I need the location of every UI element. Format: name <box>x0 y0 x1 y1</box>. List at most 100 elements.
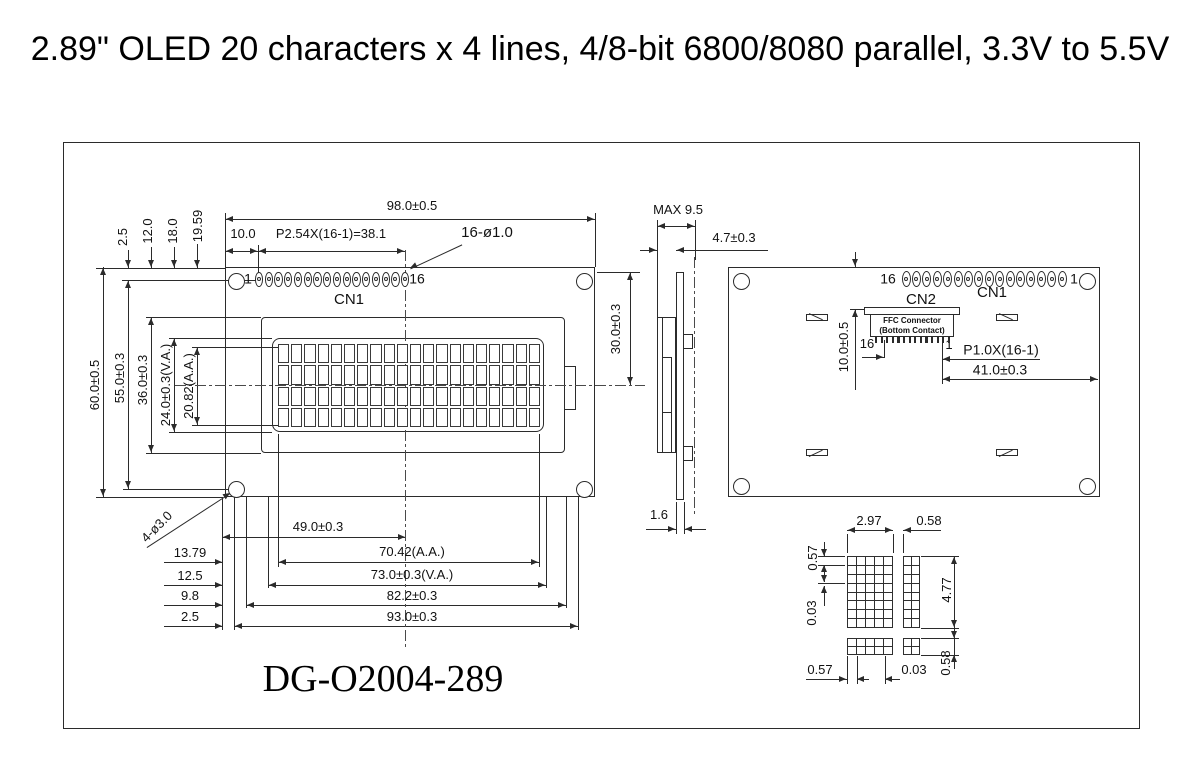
character-cell <box>423 386 435 406</box>
dim-label: 82.2±0.3 <box>386 587 438 603</box>
dim-line-v <box>268 497 270 588</box>
dot-cell <box>857 557 865 565</box>
dim-line-h <box>96 268 225 270</box>
pin-pad-front <box>391 271 400 287</box>
dim-line-v <box>595 213 597 267</box>
character-cell <box>449 407 461 427</box>
dim-line-h <box>164 562 222 564</box>
dim-label: 20.82(A.A.) <box>180 353 196 419</box>
dim-line-v <box>128 250 130 268</box>
character-cell <box>291 407 303 427</box>
dim-label: MAX 9.5 <box>653 201 703 217</box>
dim-label: CN1 <box>976 283 1008 301</box>
dot-cell <box>875 610 883 619</box>
dot-cell <box>857 583 865 592</box>
dot-cell <box>866 619 874 627</box>
arrowhead <box>124 260 131 267</box>
pin-pad-back <box>974 271 984 287</box>
dot-cell <box>904 619 911 627</box>
dot-cell <box>912 647 919 654</box>
dot-cell <box>848 592 856 601</box>
dim-line-v <box>885 656 887 684</box>
arrowhead <box>875 354 883 360</box>
arrowhead <box>246 602 254 608</box>
pin-pad-back <box>943 271 953 287</box>
arrowhead <box>222 534 230 540</box>
dot-cell <box>875 583 883 592</box>
character-cell <box>515 365 527 385</box>
ffc-tooth <box>925 336 928 343</box>
dim-line-h <box>164 605 222 607</box>
dim-line-h <box>942 379 1098 381</box>
dot-cell <box>857 639 865 646</box>
arrowhead <box>214 602 222 608</box>
dim-label: 0.58 <box>916 512 942 528</box>
arrowhead <box>268 582 276 588</box>
dim-line-h <box>192 425 278 427</box>
dim-label: 2.5 <box>180 608 200 624</box>
arrowhead <box>667 526 675 532</box>
arrowhead <box>214 582 222 588</box>
arrowhead <box>99 489 106 496</box>
character-cell <box>291 365 303 385</box>
character-cell <box>475 365 488 385</box>
dot-cell <box>875 639 883 646</box>
ffc-tooth <box>931 336 934 343</box>
dim-line-v <box>954 556 956 628</box>
dim-line-v <box>246 497 248 608</box>
dot-cell <box>912 574 919 583</box>
character-cell <box>383 407 395 427</box>
dim-line-v <box>662 317 664 453</box>
dim-label: 49.0±0.3 <box>292 518 344 534</box>
arrowhead <box>225 248 233 254</box>
character-cell <box>291 386 303 406</box>
dim-line-h <box>684 529 706 531</box>
mount-hole <box>732 477 750 495</box>
character-cell <box>489 365 501 385</box>
dot-cell <box>848 619 856 627</box>
dim-line-v <box>539 434 541 567</box>
dot-grid-main <box>847 556 893 628</box>
character-cell <box>278 386 290 406</box>
character-cell <box>436 386 448 406</box>
dim-label: 0.57 <box>807 661 833 677</box>
dot-cell <box>912 583 919 592</box>
ffc-tooth <box>908 336 911 343</box>
arrowhead <box>851 310 858 317</box>
character-cell <box>343 386 356 406</box>
arrowhead <box>686 223 694 229</box>
dim-label: 1 <box>945 336 953 352</box>
dim-label: 41.0±0.3 <box>972 361 1028 378</box>
character-cell <box>370 386 382 406</box>
ffc-tooth <box>947 336 950 343</box>
dim-line-h <box>857 679 869 681</box>
character-cell <box>409 365 422 385</box>
pin-pad-back <box>1047 271 1057 287</box>
character-cell <box>423 344 435 364</box>
mount-hole <box>575 480 593 498</box>
arrowhead <box>648 247 656 253</box>
arrowhead <box>124 481 131 488</box>
dot-cell <box>875 601 883 610</box>
arrowhead <box>942 376 950 382</box>
dot-cell <box>884 592 892 601</box>
dot-cell <box>866 574 874 583</box>
side-view-layer-line <box>662 357 671 359</box>
dim-line-h <box>885 679 900 681</box>
pin-pad-front <box>381 271 390 287</box>
dot-cell <box>857 565 865 574</box>
character-cell <box>357 386 369 406</box>
dim-label: 4.7±0.3 <box>712 229 756 245</box>
dim-line-h <box>225 251 258 253</box>
dim-line-h <box>818 556 845 558</box>
arrowhead <box>950 557 957 564</box>
dot-grid-bottom <box>847 638 893 655</box>
dim-label: 16 <box>859 335 875 351</box>
dim-line-v <box>903 534 905 553</box>
dot-cell <box>866 583 874 592</box>
dot-cell <box>848 601 856 610</box>
dim-line-v <box>671 357 673 452</box>
character-cell <box>357 344 369 364</box>
arrowhead <box>147 445 154 452</box>
dim-line-v <box>954 621 956 638</box>
